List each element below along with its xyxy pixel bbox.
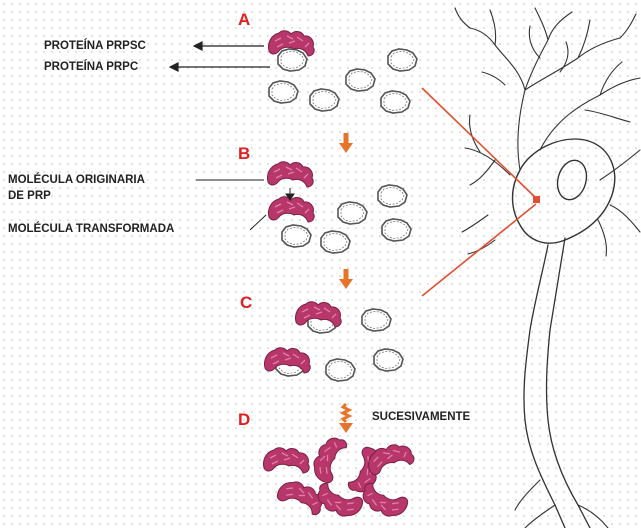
step-label-d: D: [238, 410, 250, 430]
label-prpc: PROTEÍNA PRPC: [44, 60, 138, 74]
progress-arrow-c-d: [339, 404, 353, 433]
step-d-aggregate: [263, 433, 415, 521]
step-label-c: C: [240, 293, 252, 313]
label-original-molecule-line2: DE PRP: [8, 189, 51, 203]
step-c-molecules: [264, 302, 403, 381]
label-successively: SUCESIVAMENTE: [372, 410, 470, 424]
step-a-label-lines: [170, 42, 270, 71]
step-label-b: B: [238, 144, 250, 164]
label-original-molecule-line1: MOLÉCULA ORIGINARIA: [8, 173, 145, 187]
label-prpsc: PROTEÍNA PRPSC: [44, 39, 146, 53]
label-transformed-molecule: MOLÉCULA TRANSFORMADA: [8, 222, 174, 236]
step-label-a: A: [238, 10, 250, 30]
neuron-illustration: [455, 8, 640, 528]
progress-arrow-a-b: [339, 133, 353, 153]
zoom-lines: [422, 88, 540, 296]
progress-arrow-b-c: [339, 269, 353, 289]
step-b-molecules: [267, 162, 411, 253]
step-a-molecules: [268, 31, 417, 113]
